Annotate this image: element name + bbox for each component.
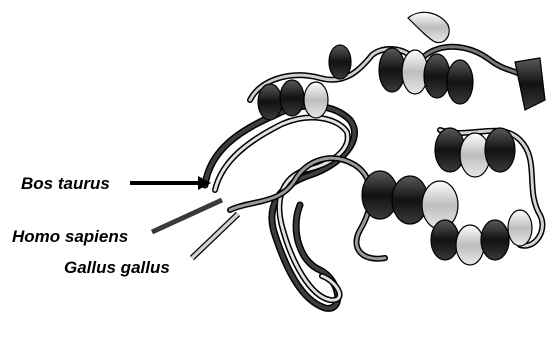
label-bos-taurus: Bos taurus [21,175,110,192]
pointer-group [130,176,238,258]
strand-top-right [408,12,449,42]
homo-sapiens-pointer-line [152,200,222,232]
label-gallus-gallus: Gallus gallus [64,259,170,276]
label-homo-sapiens: Homo sapiens [12,228,128,245]
strand-right-edge [515,58,545,110]
gallus-gallus-pointer-line-core [192,214,238,258]
helix-right [435,128,515,177]
